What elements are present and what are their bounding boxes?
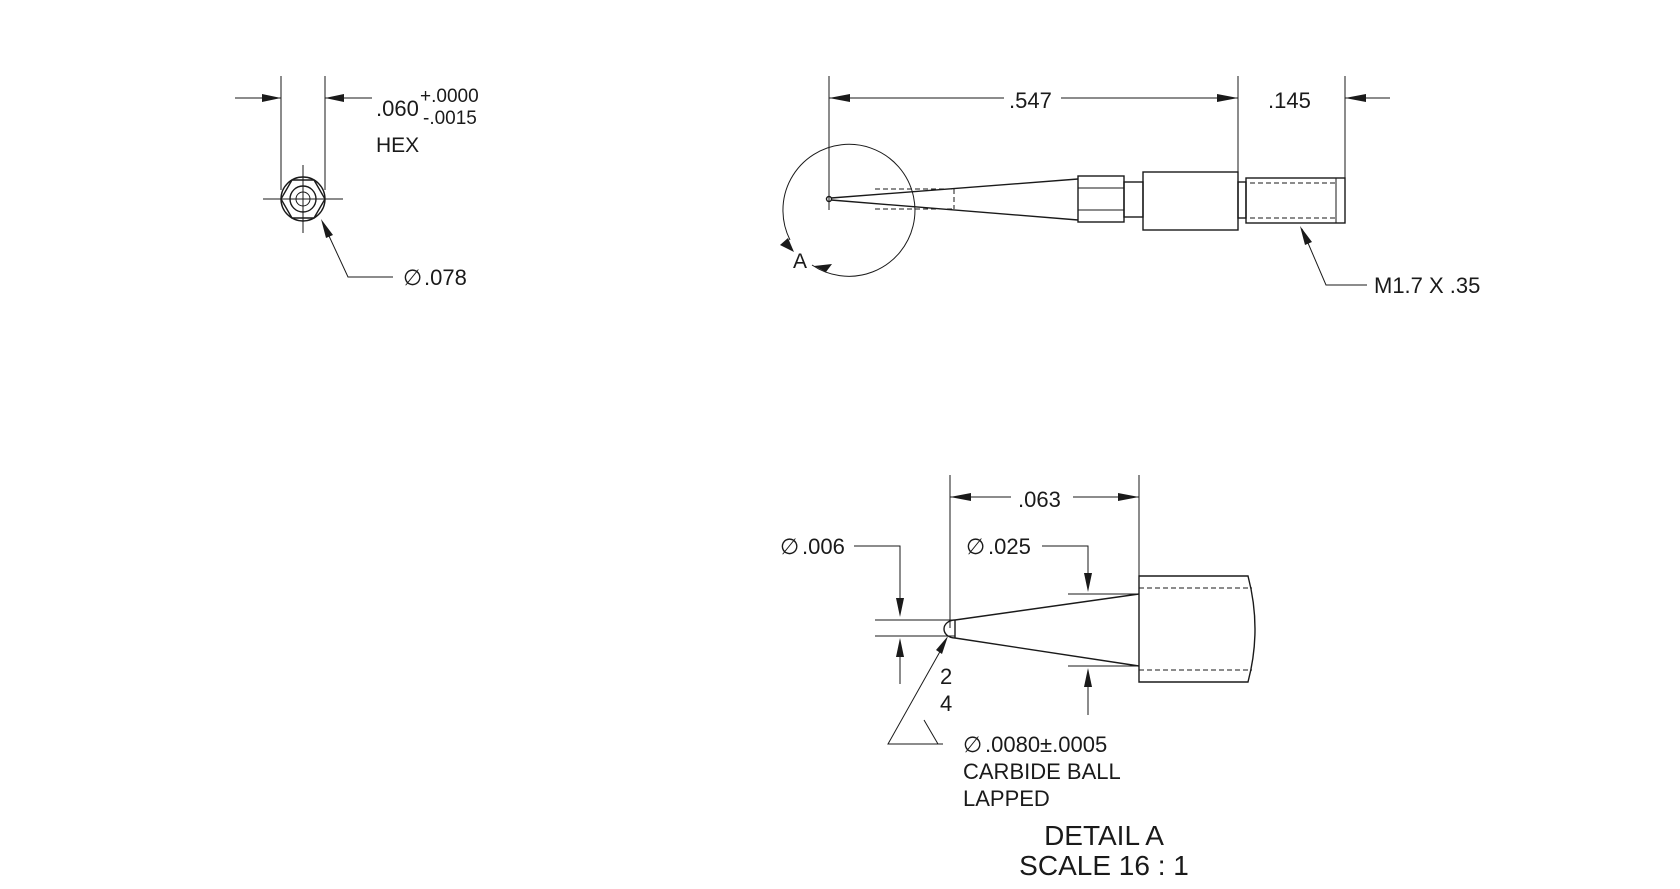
angle-label-bottom: 4: [940, 691, 952, 716]
tip-dia-leader-top: [854, 545, 901, 615]
length-dim-arrow-right: [1217, 94, 1238, 102]
tip-diameter: .006: [802, 534, 845, 559]
thread-length-dimension: .145: [1268, 88, 1311, 113]
angle-label-top: 2: [940, 664, 952, 689]
hex-dimension-value: .060: [376, 96, 419, 121]
ball-diameter: .0080±.0005: [985, 732, 1107, 757]
diameter-leader: [322, 222, 393, 278]
hex-tolerance-minus: -.0015: [423, 108, 477, 129]
diameter-symbol: ∅: [403, 265, 422, 290]
tip-length-dimension: .063: [1018, 487, 1061, 512]
ball-note-material: CARBIDE BALL: [963, 759, 1121, 784]
detail-cone-bottom: [954, 637, 1140, 667]
detail-circle-arrow-b: [814, 264, 832, 272]
stylus-cone-bottom: [830, 199, 1079, 221]
diameter-value: .078: [424, 265, 467, 290]
tip-dia-arrow-top: [896, 598, 904, 617]
thread-callout: M1.7 X .35: [1374, 273, 1480, 298]
detail-view: .063 ∅ .006 ∅ .025 2 4: [780, 475, 1256, 881]
ball-leader: [887, 647, 943, 745]
detail-circle: [782, 143, 916, 277]
detail-cone-top: [954, 593, 1140, 621]
length-dim-arrow-left: [829, 94, 850, 102]
detail-shank: [1138, 575, 1256, 683]
tip-dim-arrow-right: [1118, 493, 1139, 501]
stylus-ball: [825, 195, 833, 203]
neck: [1123, 181, 1144, 218]
hex-nut: [1077, 175, 1125, 223]
end-view: .060 +.0000 -.0015 HEX ∅ .078: [235, 76, 479, 290]
detail-scale: SCALE 16 : 1: [1019, 850, 1189, 881]
shank-dia-arrow-top: [1084, 573, 1092, 592]
ball-leader-arrow: [936, 636, 948, 654]
thread-leader: [1301, 228, 1367, 286]
shank-diameter: .025: [988, 534, 1031, 559]
shank-dia-leader-top: [1042, 545, 1089, 590]
hex-dim-arrow-right: [325, 94, 344, 102]
tip-dia-arrow-bottom: [896, 638, 904, 657]
detail-circle-arrow-a: [780, 238, 794, 252]
tip-dia-symbol: ∅: [780, 534, 799, 559]
ball-dia-symbol: ∅: [963, 732, 982, 757]
shank-dia-symbol: ∅: [966, 534, 985, 559]
carbide-ball: [943, 619, 956, 639]
hex-dim-arrow-left: [262, 94, 281, 102]
side-view: .547 .145 A M1.7 X .35: [780, 76, 1480, 298]
thread-relief: [1237, 181, 1247, 219]
hex-tolerance-plus: +.0000: [420, 86, 479, 107]
detail-title: DETAIL A: [1044, 820, 1164, 851]
stylus-cone-top: [830, 178, 1079, 199]
ball-note-finish: LAPPED: [963, 786, 1050, 811]
detail-marker: A: [793, 250, 807, 273]
tip-dim-arrow-left: [950, 493, 971, 501]
length-dimension: .547: [1009, 88, 1052, 113]
thread-dim-arrow: [1345, 94, 1366, 102]
thread-shank: [1245, 177, 1346, 224]
hex-label: HEX: [376, 134, 419, 157]
body: [1142, 171, 1239, 231]
thread-leader-arrow: [1300, 226, 1312, 245]
angle-mark: [923, 719, 939, 745]
shank-dia-arrow-bottom: [1084, 668, 1092, 687]
diameter-leader-arrow: [321, 219, 333, 238]
